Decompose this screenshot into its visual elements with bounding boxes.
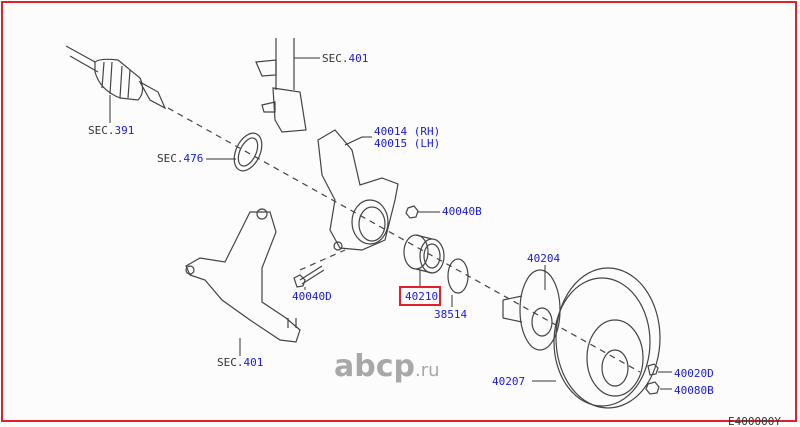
- diagram-code: E400000Y: [728, 415, 781, 427]
- label-40040b[interactable]: 40040B: [442, 205, 482, 218]
- label-38514[interactable]: 38514: [434, 308, 467, 321]
- brake-rotor-drawing: [553, 267, 661, 409]
- label-40020d[interactable]: 40020D: [674, 367, 714, 380]
- label-sec-476[interactable]: SEC.476: [157, 152, 203, 165]
- steering-knuckle-drawing: [317, 129, 399, 251]
- snap-ring-drawing: [447, 258, 469, 294]
- label-40210[interactable]: 40210: [405, 290, 438, 303]
- bolt-40020d-drawing: [647, 363, 659, 376]
- nut-40080b-drawing: [645, 381, 660, 395]
- label-sec-391[interactable]: SEC.391: [88, 124, 134, 137]
- hub-drawing: [502, 269, 561, 351]
- label-40207[interactable]: 40207: [492, 375, 525, 388]
- watermark-logo: abcp.ru: [334, 349, 440, 384]
- seal-ring-drawing: [233, 132, 263, 172]
- label-40015-lh[interactable]: 40015 (LH): [374, 137, 440, 150]
- bolt-axis-line: [299, 249, 346, 271]
- strut-drawing: [255, 38, 307, 133]
- lower-arm-drawing: [185, 208, 301, 343]
- drive-shaft-drawing: [65, 45, 167, 110]
- label-40080b[interactable]: 40080B: [674, 384, 714, 397]
- highlight-box-40210: [399, 286, 441, 306]
- label-40204[interactable]: 40204: [527, 252, 560, 265]
- label-sec-401-arm[interactable]: SEC.401: [217, 356, 263, 369]
- bolt-40040d-drawing: [293, 265, 325, 288]
- label-40014-rh[interactable]: 40014 (RH): [374, 125, 440, 138]
- assembly-axis-line: [167, 107, 641, 373]
- wheel-bearing-drawing: [403, 234, 445, 274]
- nut-40040b-drawing: [405, 205, 419, 219]
- label-40040d[interactable]: 40040D: [292, 290, 332, 303]
- label-sec-401-strut[interactable]: SEC.401: [322, 52, 368, 65]
